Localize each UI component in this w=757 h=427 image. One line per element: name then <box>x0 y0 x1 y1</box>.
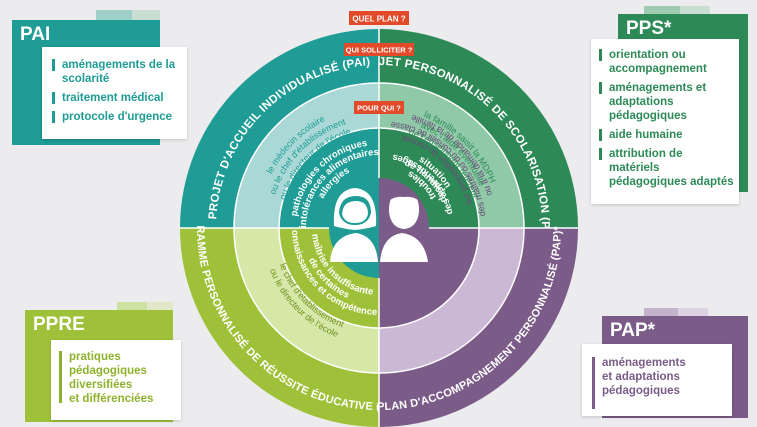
pap-panel-text: aménagements et adaptations pédagogiques <box>592 356 726 409</box>
svg-text:QUEL PLAN ?: QUEL PLAN ? <box>352 15 405 24</box>
ppre-panel-line: et différenciées <box>69 393 154 405</box>
ppre-panel-line: pédagogiques <box>69 365 147 377</box>
pps-panel-item: attribution de matériels pédagogiques ad… <box>599 147 735 189</box>
ppre-panel-line: diversifiées <box>69 379 133 391</box>
boy-face-icon <box>380 189 428 262</box>
pai-panel-item: aménagements de la scolarité <box>52 58 179 86</box>
ppre-panel-line: pratiques <box>69 351 121 363</box>
pps-panel-title: PPS* <box>626 18 672 39</box>
svg-text:POUR QUI ?: POUR QUI ? <box>357 104 401 113</box>
pai-panel: PAI aménagements de la scolarité traitem… <box>12 10 192 145</box>
pai-panel-tab <box>96 10 136 22</box>
svg-text:QUI SOLLICITER ?: QUI SOLLICITER ? <box>346 46 413 55</box>
pap-panel-line: pédagogiques <box>602 385 680 397</box>
girl-face-icon <box>330 188 378 262</box>
pai-panel-card: aménagements de la scolarité traitement … <box>42 47 187 139</box>
pap-panel-card: aménagements et adaptations pédagogiques <box>582 344 732 416</box>
pap-panel-title: PAP* <box>610 320 656 341</box>
pps-panel-item: aménagements et adaptations pédagogiques <box>599 81 735 123</box>
question-quel-plan: QUEL PLAN ? <box>349 11 409 25</box>
pai-panel-title: PAI <box>20 24 51 45</box>
pai-panel-tab <box>132 10 160 22</box>
pap-panel-line: et adaptations <box>602 371 680 383</box>
ppre-panel-text: pratiques pédagogiques diversifiées et d… <box>59 350 175 406</box>
pap-panel-line: aménagements <box>602 357 686 369</box>
pai-panel-item: protocole d'urgence <box>52 110 179 124</box>
ppre-panel: PPRE pratiques pédagogiques diversifiées… <box>25 302 185 422</box>
pap-panel: PAP* aménagements et adaptations pédagog… <box>582 308 750 420</box>
pai-panel-item: traitement médical <box>52 91 179 105</box>
pps-panel-item: orientation ou accompagnement <box>599 48 735 76</box>
question-pour-qui: POUR QUI ? <box>354 101 404 114</box>
pps-panel-card: orientation ou accompagnement aménagemen… <box>591 39 739 204</box>
ppre-panel-card: pratiques pédagogiques diversifiées et d… <box>51 340 181 420</box>
pps-panel-item: aide humaine <box>599 128 735 142</box>
question-qui-solliciter: QUI SOLLICITER ? <box>344 43 414 56</box>
ppre-panel-title: PPRE <box>33 314 85 335</box>
pps-panel: PPS* orientation ou accompagnement aména… <box>588 6 748 206</box>
